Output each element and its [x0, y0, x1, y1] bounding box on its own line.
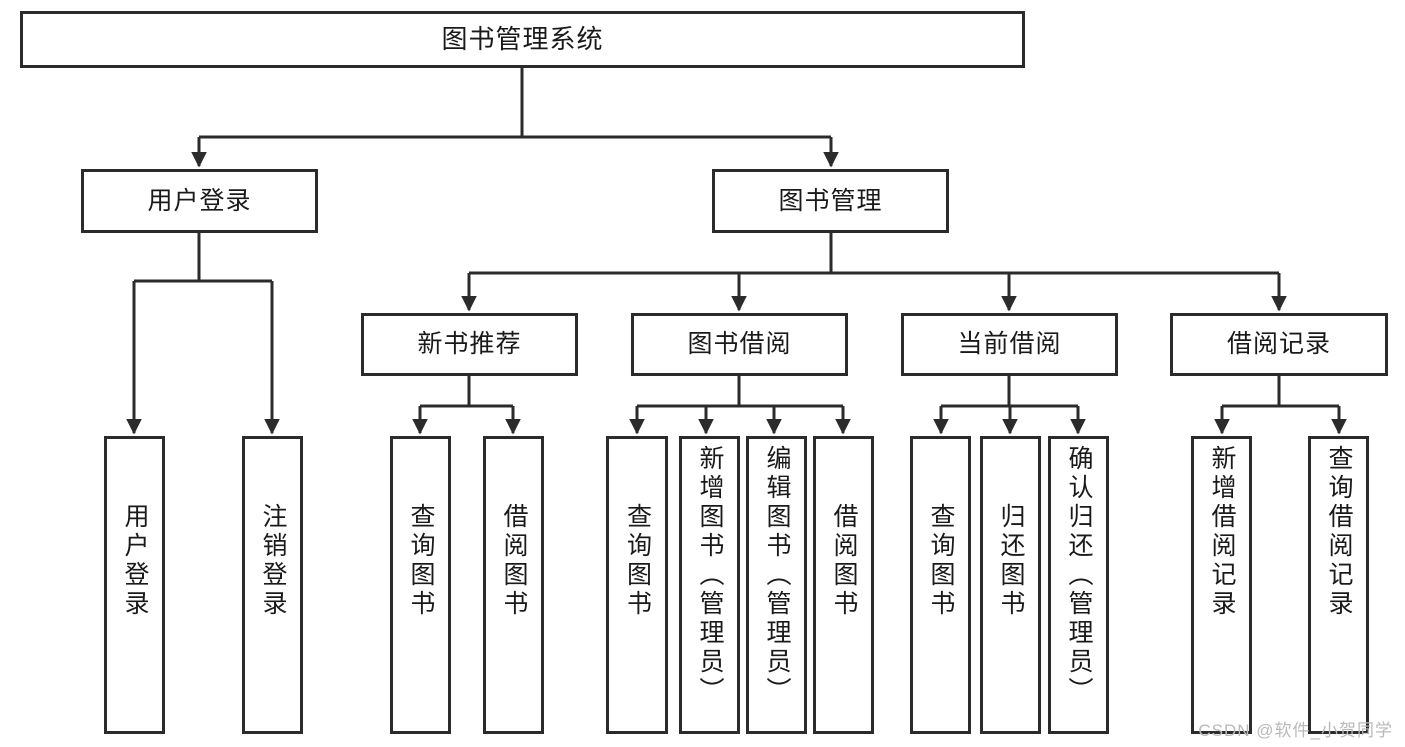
node-leaf-add-book[interactable]: 新增图书（管理员） [679, 436, 740, 734]
node-leaf-edit-book[interactable]: 编辑图书（管理员） [746, 436, 807, 734]
node-leaf-query-book-1[interactable]: 查询图书 [390, 436, 451, 734]
node-book-manage[interactable]: 图书管理 [712, 169, 949, 233]
node-book-borrow[interactable]: 图书借阅 [631, 313, 848, 376]
node-leaf-borrow-book-1[interactable]: 借阅图书 [483, 436, 544, 734]
node-borrow-record-label: 借阅记录 [1226, 330, 1331, 359]
node-root-label: 图书管理系统 [441, 23, 604, 54]
node-borrow-record[interactable]: 借阅记录 [1170, 313, 1388, 376]
node-user-login[interactable]: 用户登录 [81, 169, 318, 233]
node-leaf-user-login-label: 用户登录 [121, 503, 149, 619]
node-leaf-query-book-3[interactable]: 查询图书 [910, 436, 971, 734]
node-new-book-rec[interactable]: 新书推荐 [361, 313, 578, 376]
node-leaf-confirm-return[interactable]: 确认归还（管理员） [1048, 436, 1109, 734]
node-leaf-return-book-label: 归还图书 [997, 503, 1025, 619]
node-leaf-confirm-return-label: 确认归还（管理员） [1065, 445, 1093, 706]
node-leaf-borrow-book-2-label: 借阅图书 [830, 503, 858, 619]
node-new-book-rec-label: 新书推荐 [417, 330, 522, 359]
node-root[interactable]: 图书管理系统 [20, 11, 1025, 68]
node-leaf-query-book-3-label: 查询图书 [927, 503, 955, 619]
node-leaf-query-book-2-label: 查询图书 [623, 503, 652, 619]
node-leaf-query-book-1-label: 查询图书 [407, 503, 435, 619]
node-leaf-borrow-book-2[interactable]: 借阅图书 [813, 436, 874, 734]
node-leaf-edit-book-label: 编辑图书（管理员） [763, 445, 791, 706]
node-leaf-add-record-label: 新增借阅记录 [1208, 445, 1236, 619]
node-leaf-query-record-label: 查询借阅记录 [1325, 445, 1353, 619]
node-current-borrow-label: 当前借阅 [957, 330, 1062, 359]
node-book-manage-label: 图书管理 [778, 186, 883, 215]
node-user-login-label: 用户登录 [147, 186, 252, 215]
node-book-borrow-label: 图书借阅 [687, 330, 792, 359]
node-leaf-add-book-label: 新增图书（管理员） [696, 445, 724, 706]
node-leaf-user-login[interactable]: 用户登录 [104, 436, 165, 734]
node-leaf-return-book[interactable]: 归还图书 [980, 436, 1041, 734]
node-current-borrow[interactable]: 当前借阅 [901, 313, 1118, 376]
node-leaf-user-logout[interactable]: 注销登录 [242, 436, 303, 734]
node-leaf-user-logout-label: 注销登录 [259, 503, 287, 619]
node-leaf-add-record[interactable]: 新增借阅记录 [1191, 436, 1252, 734]
node-leaf-query-book-2[interactable]: 查询图书 [606, 436, 668, 734]
node-leaf-query-record[interactable]: 查询借阅记录 [1308, 436, 1369, 734]
node-leaf-borrow-book-1-label: 借阅图书 [500, 503, 528, 619]
